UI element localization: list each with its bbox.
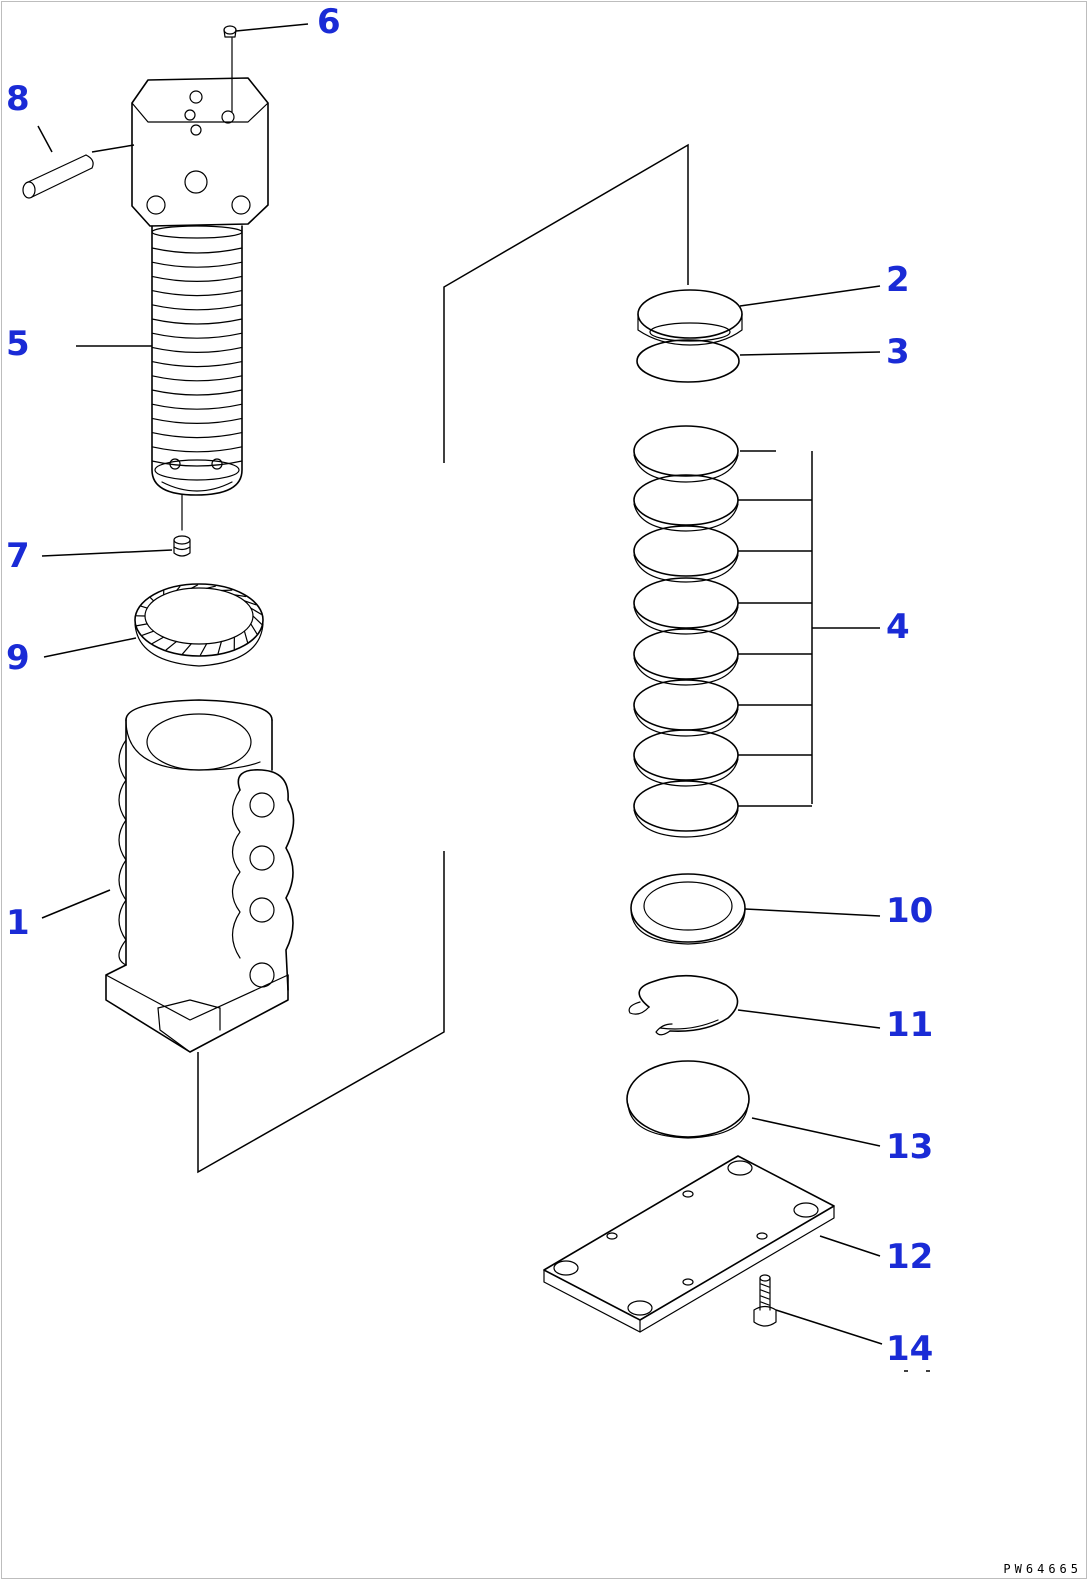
ring-tooth <box>243 600 257 606</box>
callout-7: 7 <box>6 536 30 576</box>
callout-4: 4 <box>886 607 910 647</box>
assembly-lines <box>197 143 689 1174</box>
seal-ring-edge <box>633 708 739 737</box>
part-10-washer <box>630 873 746 945</box>
seal-ring <box>633 628 739 680</box>
spool-groove <box>151 446 243 453</box>
seal-ring-edge <box>633 606 739 635</box>
part-5-spool <box>131 77 269 531</box>
callout-12: 12 <box>886 1237 933 1277</box>
spool-groove <box>151 346 243 353</box>
ring-tooth <box>136 623 148 627</box>
part-1-housing <box>105 699 295 1053</box>
callout-10: 10 <box>886 891 933 931</box>
part-2-collar <box>637 289 743 346</box>
callout-3: 3 <box>886 332 910 372</box>
seal-ring <box>633 577 739 629</box>
ring-tooth <box>149 597 155 602</box>
part-12-cover-plate <box>543 1155 835 1333</box>
ring-tooth <box>151 636 165 645</box>
ring-tooth <box>199 643 208 656</box>
part-4-seal-rings <box>633 425 739 838</box>
seal-ring <box>633 425 739 477</box>
drawing-code: PW64665 <box>1003 1562 1082 1576</box>
ring-tooth <box>250 607 262 615</box>
leader-lines <box>37 23 930 1372</box>
spool-groove <box>151 275 243 282</box>
part-13-oring <box>626 1060 750 1139</box>
part-14-bolt <box>753 1274 777 1327</box>
callout-13: 13 <box>886 1127 933 1167</box>
spool-groove <box>151 389 243 396</box>
part-11-snap-ring <box>628 974 739 1036</box>
callout-14: 14 <box>886 1329 933 1369</box>
spool-groove <box>151 247 243 254</box>
part-7-plug <box>173 535 191 557</box>
part-3-oring <box>636 339 740 383</box>
callout-labels: 6 8 5 7 9 1 2 3 4 10 11 13 12 14 <box>6 2 933 1369</box>
spool-groove <box>151 332 243 339</box>
callout-5: 5 <box>6 324 30 364</box>
callout-2: 2 <box>886 260 910 300</box>
spool-groove <box>151 318 243 325</box>
seal-ring-edge <box>633 554 739 583</box>
seal-ring <box>633 525 739 577</box>
callout-8: 8 <box>6 79 30 119</box>
part-9-ring <box>134 583 264 667</box>
ring-tooth <box>250 623 258 635</box>
ring-tooth <box>165 640 178 651</box>
seal-ring-edge <box>633 758 739 787</box>
seal-ring-edge <box>633 657 739 686</box>
spool-groove <box>151 417 243 424</box>
seal-ring <box>633 780 739 832</box>
ring-tooth <box>252 615 263 625</box>
ring-tooth <box>141 630 155 636</box>
ring-tooth <box>175 586 181 592</box>
seal-ring-edge <box>633 503 739 532</box>
ring-tooth <box>233 594 247 598</box>
ring-tooth <box>140 605 148 609</box>
spool-groove <box>151 375 243 382</box>
callout-11: 11 <box>886 1005 933 1045</box>
ring-tooth <box>217 640 223 654</box>
spool-groove <box>151 361 243 368</box>
seal-ring-edge <box>633 454 739 483</box>
ring-tooth <box>243 630 249 643</box>
callout-9: 9 <box>6 638 30 678</box>
spool-groove <box>151 290 243 297</box>
ring-tooth <box>190 584 199 589</box>
spool-groove <box>151 261 243 268</box>
seal-ring <box>633 729 739 781</box>
spool-groove <box>151 403 243 410</box>
ring-tooth <box>182 643 192 655</box>
callout-6: 6 <box>317 2 341 42</box>
spool-groove <box>151 460 243 467</box>
ring-tooth <box>206 585 216 589</box>
seal-ring-edge <box>633 809 739 838</box>
part-8-pin <box>22 154 94 199</box>
seal-ring <box>633 679 739 731</box>
spool-groove <box>151 304 243 311</box>
spool-groove <box>151 432 243 439</box>
part-6-screw <box>223 25 237 113</box>
callout-1: 1 <box>6 903 30 943</box>
